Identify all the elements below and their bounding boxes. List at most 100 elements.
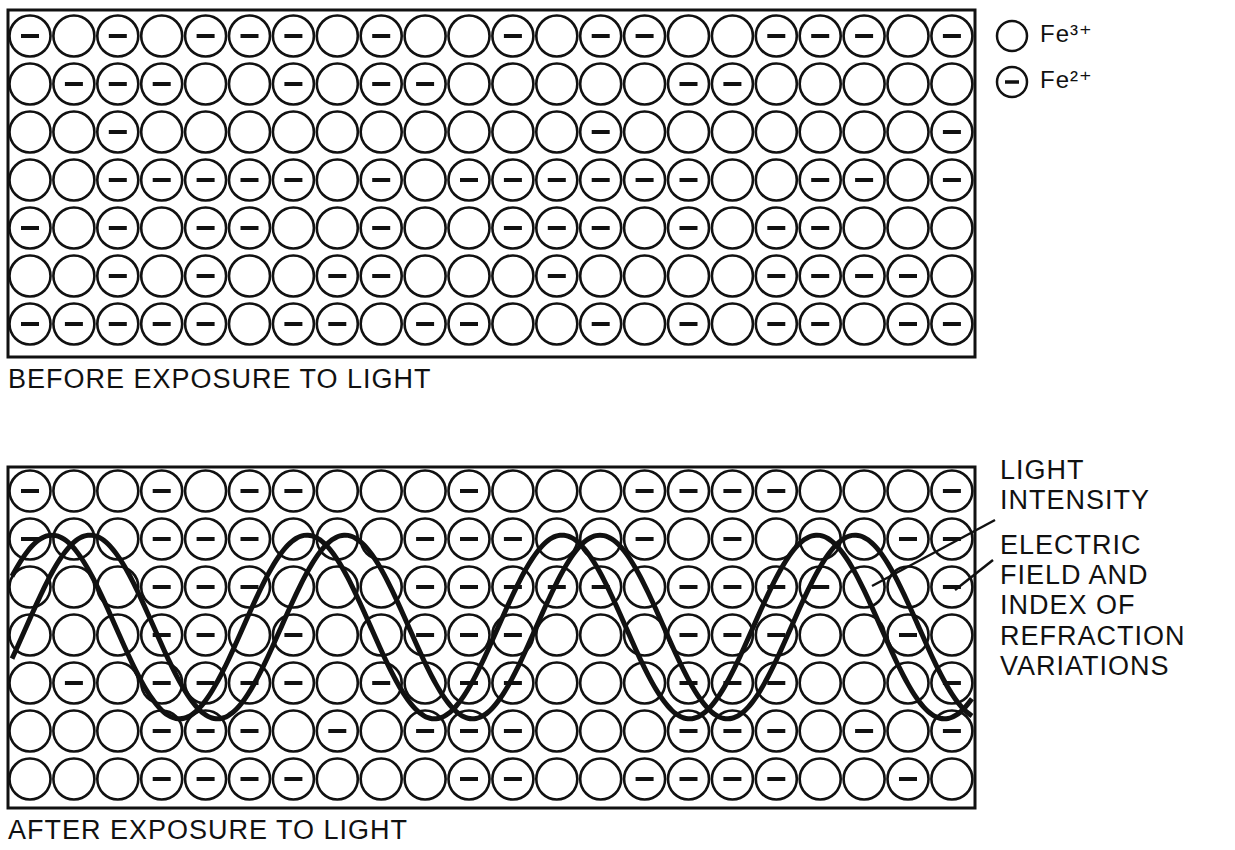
fe2-ion xyxy=(141,471,182,512)
fe2-ion xyxy=(668,759,709,800)
fe2-ion xyxy=(712,64,753,105)
fe3-ion xyxy=(756,112,797,153)
fe2-ion xyxy=(10,16,51,57)
fe3-ion xyxy=(580,711,621,752)
fe2-ion xyxy=(800,16,841,57)
fe3-ion xyxy=(405,16,446,57)
legend-sample-minus xyxy=(997,67,1027,97)
fe3-ion xyxy=(449,64,490,105)
fe2-ion xyxy=(97,112,138,153)
fe2-ion xyxy=(800,567,841,608)
fe3-ion xyxy=(580,615,621,656)
fe3-ion xyxy=(800,112,841,153)
fe3-ion xyxy=(800,64,841,105)
fe2-ion xyxy=(668,471,709,512)
fe3-ion xyxy=(97,711,138,752)
fe3-ion xyxy=(668,16,709,57)
fe2-ion xyxy=(97,304,138,345)
fe3-ion xyxy=(361,711,402,752)
fe2-ion xyxy=(185,256,226,297)
fe3-ion xyxy=(229,256,270,297)
fe3-ion xyxy=(931,208,972,249)
fe2-ion xyxy=(449,615,490,656)
fe2-ion xyxy=(800,304,841,345)
fe2-ion xyxy=(317,304,358,345)
fe3-ion xyxy=(844,208,885,249)
fe2-ion xyxy=(888,304,929,345)
fe2-ion xyxy=(141,567,182,608)
fe2-ion xyxy=(624,759,665,800)
fe2-ion xyxy=(756,304,797,345)
callout-label: ELECTRIC FIELD AND INDEX OF REFRACTION V… xyxy=(1000,530,1205,681)
fe3-ion xyxy=(10,112,51,153)
fe3-ion xyxy=(624,256,665,297)
fe2-ion xyxy=(624,471,665,512)
fe2-ion xyxy=(668,64,709,105)
fe2-ion xyxy=(273,16,314,57)
fe3-ion xyxy=(668,256,709,297)
fe3-ion xyxy=(756,160,797,201)
fe3-ion xyxy=(492,64,533,105)
fe2-ion xyxy=(273,471,314,512)
fe3-ion xyxy=(580,471,621,512)
fe3-ion xyxy=(536,112,577,153)
fe2-ion xyxy=(712,567,753,608)
fe2-ion xyxy=(273,64,314,105)
fe2-ion xyxy=(624,519,665,560)
fe3-ion xyxy=(536,64,577,105)
fe2-ion xyxy=(361,256,402,297)
fe2-ion xyxy=(844,711,885,752)
fe3-ion xyxy=(53,615,94,656)
fe2-ion xyxy=(449,759,490,800)
fe3-ion xyxy=(317,64,358,105)
fe3-ion xyxy=(492,112,533,153)
fe2-ion xyxy=(931,16,972,57)
fe2-ion xyxy=(668,208,709,249)
fe3-ion xyxy=(405,208,446,249)
fe3-ion xyxy=(624,304,665,345)
fe3-ion xyxy=(185,112,226,153)
fe2-ion xyxy=(185,208,226,249)
fe3-ion xyxy=(317,615,358,656)
fe2-ion xyxy=(756,471,797,512)
fe2-ion xyxy=(97,256,138,297)
fe2-ion xyxy=(97,64,138,105)
fe2-ion xyxy=(888,519,929,560)
fe3-ion xyxy=(10,64,51,105)
fe2-ion xyxy=(273,160,314,201)
fe2-ion xyxy=(536,208,577,249)
fe3-ion xyxy=(10,759,51,800)
fe2-ion xyxy=(53,663,94,704)
fe2-ion xyxy=(449,304,490,345)
fe2-ion xyxy=(888,256,929,297)
fe3-ion xyxy=(317,16,358,57)
fe3-ion xyxy=(361,304,402,345)
fe2-ion xyxy=(229,519,270,560)
fe3-ion xyxy=(712,208,753,249)
fe3-ion xyxy=(536,711,577,752)
fe3-ion xyxy=(536,759,577,800)
fe3-ion xyxy=(536,16,577,57)
fe3-ion xyxy=(10,256,51,297)
fe3-ion xyxy=(756,64,797,105)
fe3-ion xyxy=(405,759,446,800)
fe2-ion xyxy=(580,112,621,153)
fe3-ion xyxy=(844,112,885,153)
fe2-ion xyxy=(361,64,402,105)
fe3-ion xyxy=(580,256,621,297)
fe2-ion xyxy=(492,711,533,752)
fe2-ion xyxy=(449,519,490,560)
fe3-ion xyxy=(712,160,753,201)
fe2-ion xyxy=(273,304,314,345)
fe2-ion xyxy=(449,471,490,512)
fe3-ion xyxy=(141,256,182,297)
fe2-ion xyxy=(536,256,577,297)
fe2-ion xyxy=(888,759,929,800)
fe2-ion xyxy=(931,160,972,201)
fe2-ion xyxy=(580,160,621,201)
fe3-ion xyxy=(580,759,621,800)
fe3-ion xyxy=(844,471,885,512)
crystal-box xyxy=(8,467,975,808)
fe3-ion xyxy=(229,112,270,153)
fe3-ion xyxy=(141,112,182,153)
